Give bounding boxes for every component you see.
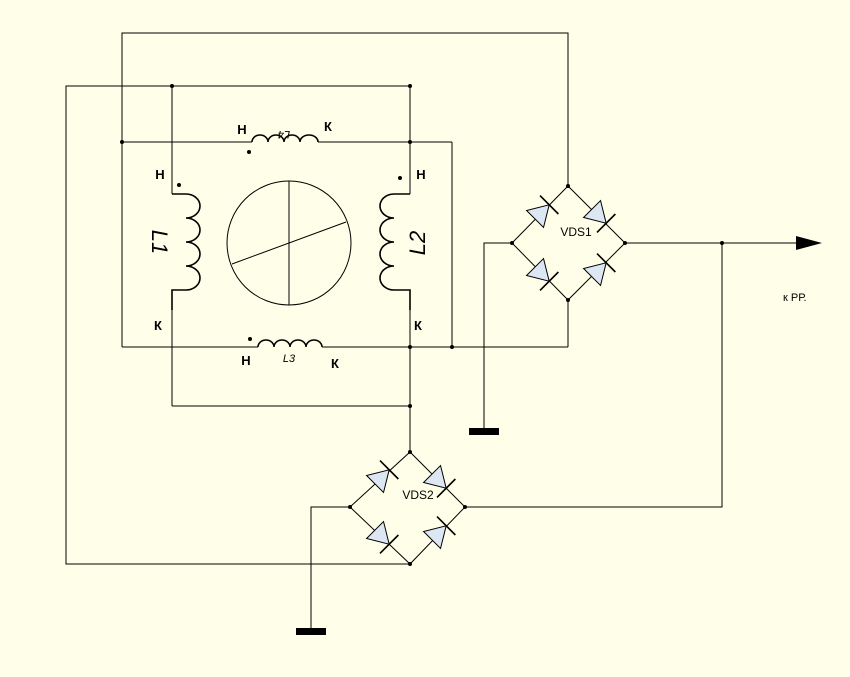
wire-output-vds2: [465, 243, 723, 508]
l1-end-label: К: [154, 318, 162, 333]
wires: [65, 32, 800, 630]
coil-l2: [379, 193, 411, 310]
coil-l1: [171, 193, 201, 310]
rotor-symbol: [226, 180, 352, 306]
l1-name: L1: [147, 230, 172, 254]
ground-vds1: [469, 428, 499, 435]
output-arrow: [796, 236, 822, 250]
coil-l3: [257, 339, 323, 348]
l4-name: L4: [278, 128, 290, 140]
wire-left-loop: [65, 85, 410, 565]
vds1-diode-br: [582, 252, 617, 287]
ground-vds2: [296, 628, 326, 635]
l2-end-label: К: [414, 318, 422, 333]
winding-l2: L2 Н К: [379, 167, 430, 333]
wire-top-loop: [121, 32, 569, 186]
l2-start-label: Н: [416, 167, 425, 182]
bridge-vds1: VDS1: [511, 185, 626, 301]
coil-l4: [251, 134, 319, 143]
l1-start-label: Н: [155, 167, 164, 182]
wire-vds2-ground: [310, 506, 350, 630]
winding-l3: L3 Н К: [241, 337, 339, 371]
l4-start-label: Н: [237, 122, 246, 137]
l1-start-dot: [177, 183, 181, 187]
l4-end-label: К: [324, 119, 332, 134]
l3-start-dot: [248, 337, 252, 341]
bridge-vds2: VDS2: [349, 451, 466, 565]
output-label: к РР.: [783, 292, 807, 304]
l3-name: L3: [283, 353, 296, 365]
l3-start-label: Н: [241, 353, 250, 368]
l3-end-label: К: [331, 356, 339, 371]
vds1-label: VDS1: [560, 225, 592, 239]
l4-start-dot: [247, 150, 251, 154]
vds2-label: VDS2: [402, 488, 434, 502]
winding-l4: L4 Н К: [237, 119, 332, 154]
winding-l1: L1 Н К: [147, 167, 201, 333]
wire-vds1-ground: [483, 242, 512, 430]
l2-name: L2: [405, 231, 430, 255]
l2-start-dot: [398, 176, 402, 180]
